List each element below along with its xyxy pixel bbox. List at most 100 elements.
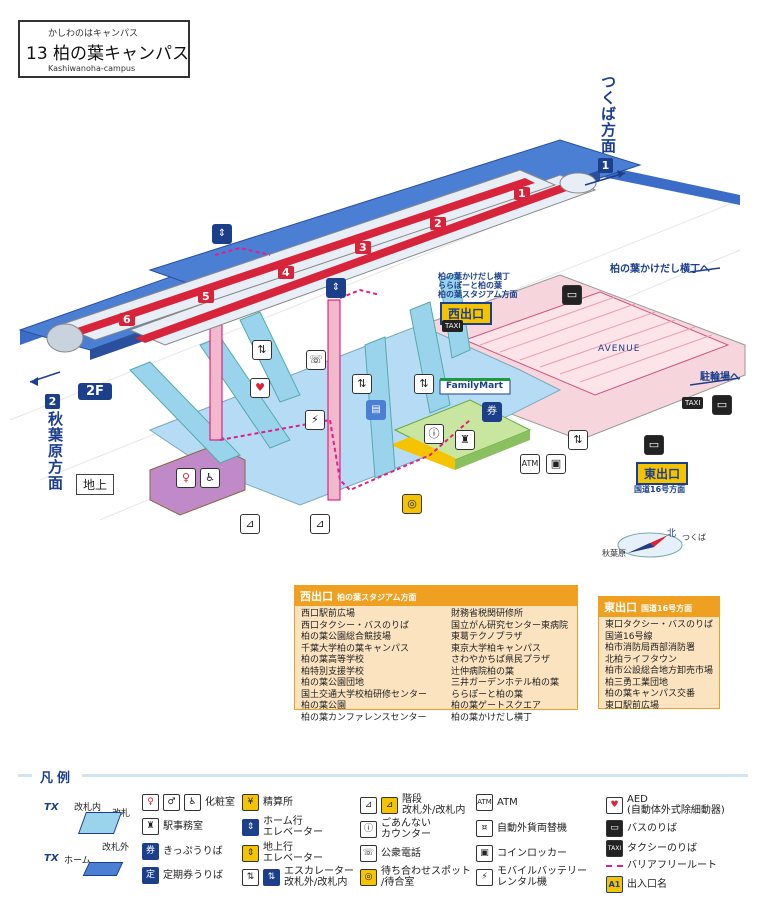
car-number-6: 6 (119, 308, 135, 327)
legend-toilet: ♀♂♿化粧室 (142, 794, 235, 811)
east-destination: 柏市消防局西部消防署 (605, 643, 696, 653)
legend-ground-elevator: ⇕地上行 エレベーター (242, 842, 323, 864)
fx-exchange-icon: ¤ (476, 820, 493, 837)
west-destination: 柏特別支援学校 (301, 666, 365, 677)
east-destination: 東口駅前広場 (605, 700, 660, 711)
legend-fx-exchange: ¤自動外貨両替機 (476, 820, 567, 837)
bus-icon: ▭ (644, 435, 664, 455)
atm-icon: ATM (520, 454, 540, 474)
battery-icon: ⚡ (476, 868, 493, 886)
compass (617, 532, 683, 558)
car-number-4: 4 (278, 261, 294, 280)
east-destination: 北柏ライフタウン (605, 654, 678, 665)
west-destination: 柏の葉高等学校 (301, 655, 365, 665)
west-panel-col2: 財務省税関研修所国立がん研究センター東病院東葛テクノプラザ東京大学柏キャンパスさ… (445, 606, 575, 727)
aed-icon: ♥ (250, 378, 270, 398)
ticket-icon: 券 (482, 402, 502, 422)
east-panel-header: 東出口国道16号方面 (599, 597, 719, 617)
east-destination: 柏の葉キャンパス交番 (605, 689, 696, 699)
west-panel-col1: 西口駅前広場西口タクシー・バスのりば柏の葉公園総合競技場千葉大学柏の葉キャンパス… (295, 606, 445, 727)
east-panel-subtitle: 国道16号方面 (641, 604, 693, 613)
direction-bicycle: 駐輪場へ (700, 372, 740, 383)
escalator-in-icon: ⇅ (263, 868, 280, 886)
west-panel-title: 西出口 (300, 590, 333, 603)
legend-stairs: ⊿⊿階段 改札外/改札内 (360, 794, 465, 816)
ground-elevator-icon: ⇕ (242, 844, 259, 862)
west-destination: 東京大学柏キャンパス (451, 643, 542, 654)
train-lower (46, 169, 557, 353)
west-destination: 柏の葉公園総合競技場 (301, 632, 392, 642)
legend-locker: ▣コインロッカー (476, 845, 567, 862)
west-destination: 柏の葉公園団地 (301, 678, 365, 688)
exit-code-icon: A1 (606, 876, 623, 893)
station-name: 13 柏の葉キャンパス (26, 44, 190, 64)
home-elevator-icon: ⇕ (212, 224, 232, 244)
tx-mark: TX (44, 853, 59, 864)
car-number-2: 2 (430, 212, 446, 231)
direction-akihabara: 2 秋葉原方面 (45, 394, 64, 491)
bus-icon: ▭ (712, 395, 732, 415)
meeting-spot-icon: ◎ (402, 494, 422, 514)
east-exit-panel: 東出口国道16号方面 東口タクシー・バスのりば国道16号線柏市消防局西部消防署北… (598, 596, 720, 711)
accessible-toilet-icon: ♿ (200, 468, 220, 488)
legend-bus: ▭バスのりば (606, 820, 677, 837)
bus-icon: ▭ (606, 820, 623, 837)
compass-akihabara: 秋葉原 (602, 549, 626, 558)
floor-2f-badge: 2F (78, 383, 112, 400)
compass-north: 北 (667, 529, 677, 539)
east-destination: 国道16号線 (605, 631, 653, 642)
west-destination: 柏の葉ゲートスクエア (451, 701, 542, 711)
stairs-in-icon: ⊿ (381, 796, 398, 814)
legend-meeting: ◎待ち合わせスポット /待合室 (360, 866, 471, 888)
info-icon: ⓘ (424, 424, 444, 444)
west-panel-header: 西出口柏の葉スタジアム方面 (295, 586, 577, 606)
toilet-icon: ♀ (142, 794, 159, 811)
locker-icon: ▣ (476, 845, 493, 862)
pass-ticket-icon: 定 (142, 867, 159, 884)
toilet-icon: ♀ (176, 468, 196, 488)
taxi-icon: TAXI (606, 840, 623, 857)
legend-gate-inside: 改札内 (74, 803, 102, 813)
east-panel-list: 東口タクシー・バスのりば国道16号線柏市消防局西部消防署北柏ライフタウン柏市公設… (599, 617, 719, 715)
west-destination: 東葛テクノプラザ (451, 632, 523, 642)
car-number-5: 5 (198, 285, 214, 304)
accessible-icon: ♿ (184, 794, 201, 811)
west-panel-subtitle: 柏の葉スタジアム方面 (337, 593, 417, 602)
station-office-icon: ♜ (455, 430, 475, 450)
stairs-out-icon: ⊿ (360, 796, 377, 814)
direction-akihabara-num: 2 (45, 394, 60, 409)
fare-adjust-icon: ¥ (242, 794, 259, 811)
bus-icon: ▭ (562, 285, 582, 305)
station-kana: かしわのはキャンパス (48, 29, 139, 39)
east-exit-badge[interactable]: 東出口 (636, 462, 689, 485)
elevator-shaft-2 (327, 299, 341, 501)
station-romaji: Kashiwanoha-campus (48, 64, 136, 73)
phone-icon: ☏ (360, 845, 377, 862)
west-destination: ららぽーと柏の葉 (451, 689, 524, 700)
phone-icon: ☏ (306, 350, 326, 370)
west-destination: 辻仲病院柏の葉 (451, 666, 515, 677)
legend-battery: ⚡モバイルバッテリー レンタル機 (476, 866, 587, 888)
escalator-icon: ⇅ (414, 374, 434, 394)
legend-phone: ☏公衆電話 (360, 845, 421, 862)
legend-gate-swatch (77, 812, 123, 834)
west-destination: 財務省税関研修所 (451, 609, 524, 619)
legend-escalator: ⇅⇅エスカレーター 改札外/改札内 (242, 866, 354, 888)
legend-home-elevator: ⇕ホーム行 エレベーター (242, 816, 323, 838)
west-destination: 国立がん研究センター東病院 (451, 620, 569, 631)
west-destination: 柏の葉カンファレンスセンター (301, 712, 427, 723)
stairs-icon: ⊿ (310, 514, 330, 534)
barrier-free-line (606, 864, 623, 867)
direction-tsukuba-num: 1 (598, 158, 613, 173)
west-exit-badge[interactable]: 西出口 (440, 302, 493, 325)
ticket-gate-icon: ▤ (366, 400, 386, 420)
escalator-icon: ⇅ (352, 374, 372, 394)
atm-icon: ATM (476, 794, 493, 811)
stairs-icon: ⊿ (240, 514, 260, 534)
home-elevator-icon: ⇕ (326, 278, 346, 298)
meeting-spot-icon: ◎ (360, 868, 377, 886)
escalator-icon: ⇅ (568, 430, 588, 450)
